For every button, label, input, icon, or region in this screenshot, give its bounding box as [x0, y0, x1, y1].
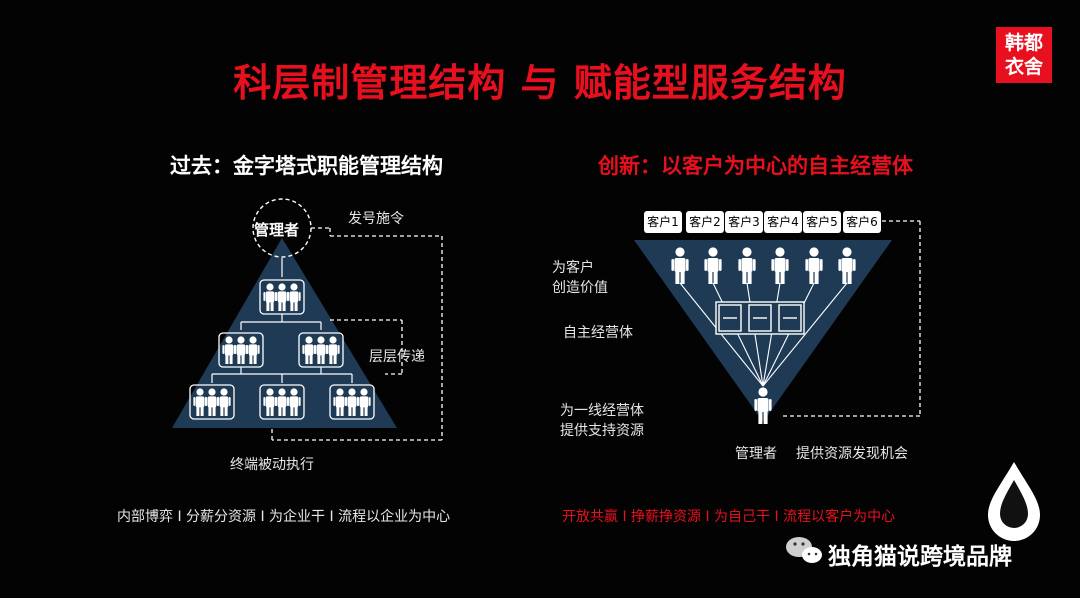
customer-box-3: 客户3	[725, 211, 763, 233]
customer-box-2: 客户2	[686, 211, 724, 233]
right-subtitle: 创新：以客户为中心的自主经营体	[598, 154, 913, 178]
feedback-bracket	[782, 220, 921, 417]
right-footer: 开放共赢 I 挣薪挣资源 I 为自己干 I 流程以客户为中心	[562, 509, 896, 525]
customer-box-4: 客户4	[764, 211, 802, 233]
watermark-text: 独角猫说跨境品牌	[828, 544, 1012, 570]
right-manager-label: 管理者	[735, 446, 777, 462]
customer-box-1: 客户1	[644, 211, 682, 233]
support-label-line-2: 提供支持资源	[560, 423, 644, 439]
manager-role-label: 提供资源发现机会	[796, 446, 908, 462]
autonomous-units	[715, 301, 805, 335]
passive-execution-label: 终端被动执行	[230, 457, 314, 473]
relay-bracket	[330, 319, 403, 375]
wechat-icon	[786, 537, 822, 563]
slide-title: 科层制管理结构 与 赋能型服务结构	[233, 61, 847, 105]
support-label-line-1: 为一线经营体	[560, 403, 644, 419]
drop-logo-icon	[988, 462, 1040, 541]
left-subtitle: 过去：金字塔式职能管理结构	[170, 154, 443, 178]
customer-box-5: 客户5	[803, 211, 841, 233]
command-bracket	[271, 227, 443, 441]
value-label-line-2: 创造价值	[552, 280, 608, 296]
hierarchy-connectors	[211, 258, 353, 383]
logo-line-1: 韩都	[1004, 32, 1043, 54]
value-label-line-1: 为客户	[552, 260, 594, 276]
command-label: 发号施令	[348, 211, 404, 227]
brand-logo: 韩都 衣舍	[996, 27, 1052, 83]
relay-label: 层层传递	[369, 349, 425, 365]
logo-line-2: 衣舍	[1004, 56, 1043, 78]
pyramid-shape	[172, 238, 397, 428]
autonomous-unit-label: 自主经营体	[563, 325, 633, 341]
left-footer: 内部博弈 I 分薪分资源 I 为企业干 I 流程以企业为中心	[117, 509, 451, 525]
left-manager-label: 管理者	[254, 221, 300, 239]
customer-box-6: 客户6	[843, 211, 881, 233]
